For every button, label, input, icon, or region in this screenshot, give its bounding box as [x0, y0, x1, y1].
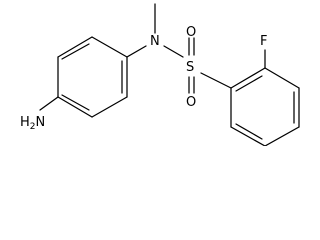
amine-nitrogen: N — [36, 115, 46, 130]
structure-canvas: H2N N S O O F — [20, 3, 300, 146]
ring-bond — [91, 96, 128, 118]
aminophenyl-ring — [57, 36, 128, 118]
molecule-drawing: H2N N S O O F — [20, 3, 300, 146]
ring-double-bond — [235, 75, 263, 92]
amine-subscript: 2 — [30, 122, 36, 132]
ring-double-bond — [235, 123, 263, 140]
ring-bond — [91, 36, 128, 58]
nitrogen-sulfur-bond — [163, 45, 184, 58]
ring-bond — [57, 36, 93, 58]
sulfur-aryl-bond — [200, 72, 232, 89]
amine-hydrogen: H — [20, 115, 30, 130]
oxygen-top-label: O — [186, 25, 196, 40]
nitrogen-label: N — [150, 34, 160, 49]
amine-label: H2N — [20, 115, 45, 132]
ring-bond — [264, 67, 300, 89]
amine-bond — [39, 96, 59, 111]
ring-double-bond — [61, 43, 90, 60]
aryl-nitrogen-bond — [126, 45, 147, 58]
ring-bond — [230, 67, 266, 89]
fluorophenyl-ring — [230, 67, 300, 146]
ring-bond — [57, 96, 93, 118]
ring-double-bond — [61, 94, 90, 111]
sulfur-label: S — [186, 60, 194, 75]
fluorine-label: F — [260, 34, 267, 49]
ring-bond — [230, 126, 266, 146]
oxygen-bottom-label: O — [186, 95, 196, 110]
ring-bond — [264, 126, 300, 146]
